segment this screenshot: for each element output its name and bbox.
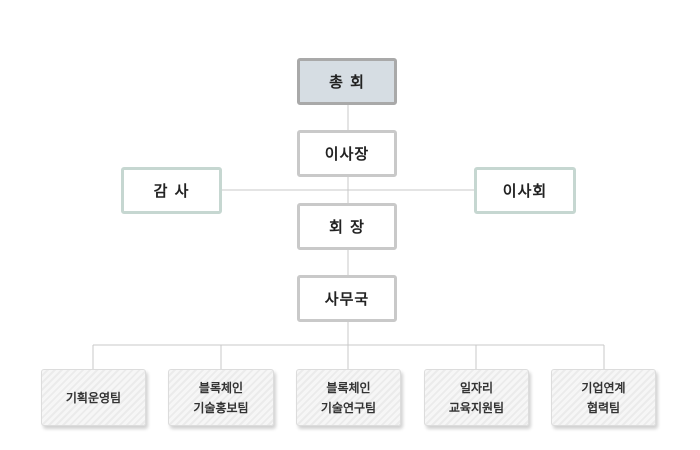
president-label: 회 장 xyxy=(329,218,365,236)
team-label-line1: 블록체인 xyxy=(198,380,244,395)
auditor-node: 감 사 xyxy=(121,167,222,214)
board-label: 이사회 xyxy=(502,182,548,200)
auditor-label: 감 사 xyxy=(153,182,190,200)
chairman-label: 이사장 xyxy=(324,145,370,163)
chairman-node: 이사장 xyxy=(297,130,397,177)
team-blockchain-research: 블록체인 기술연구팀 xyxy=(296,369,401,426)
general-assembly-node: 총 회 xyxy=(297,58,397,105)
board-node: 이사회 xyxy=(474,167,576,214)
team-enterprise-cooperation: 기업연계 협력팀 xyxy=(551,369,656,426)
team-label-line2: 기술홍보팀 xyxy=(193,400,249,415)
team-jobs-education: 일자리 교육지원팀 xyxy=(424,369,529,426)
team-label-line2: 기술연구팀 xyxy=(320,400,377,415)
general-assembly-label: 총 회 xyxy=(329,73,365,91)
secretariat-label: 사무국 xyxy=(324,290,370,308)
team-label-line2: 협력팀 xyxy=(586,400,621,415)
secretariat-node: 사무국 xyxy=(297,275,397,322)
team-label-line1: 일자리 xyxy=(459,380,494,395)
team-label-line1: 블록체인 xyxy=(326,380,371,395)
team-label-line1: 기획운영팀 xyxy=(65,390,122,405)
president-node: 회 장 xyxy=(297,203,397,250)
team-planning-operations: 기획운영팀 xyxy=(41,369,146,426)
team-blockchain-promotion: 블록체인 기술홍보팀 xyxy=(168,369,274,426)
team-label-line1: 기업연계 xyxy=(581,380,626,395)
team-label-line2: 교육지원팀 xyxy=(448,400,505,415)
